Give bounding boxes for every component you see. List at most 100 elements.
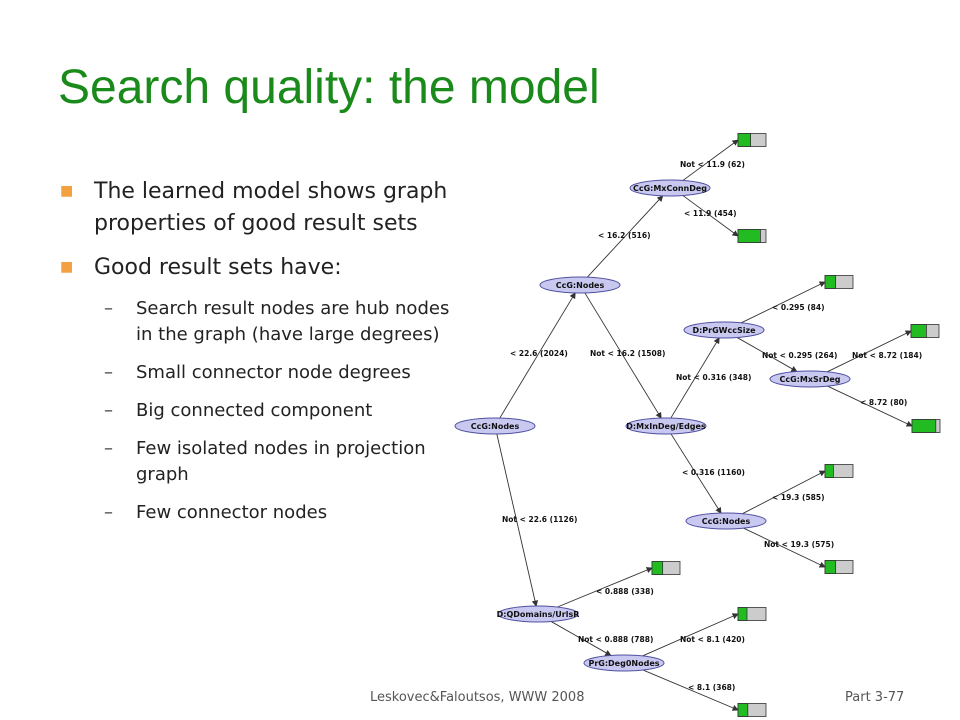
node-label: CcG:MxConnDeg <box>633 184 707 193</box>
node-label: PrG:Deg0Nodes <box>588 659 659 668</box>
tree-edge <box>551 621 612 656</box>
node-ellipse <box>539 276 621 294</box>
leaf-class-box <box>737 133 767 147</box>
tree-edge <box>499 292 576 419</box>
tree-node: PrG:Deg0Nodes <box>583 654 665 672</box>
node-ellipse <box>625 417 707 435</box>
tree-node: D:MxInDeg/Edges <box>625 417 707 435</box>
leaf-good-share <box>824 275 837 289</box>
footer-citation: Leskovec&Faloutsos, WWW 2008 <box>370 690 585 705</box>
edge-label: Not < 0.888 (788) <box>578 635 653 644</box>
leaf-good-share <box>824 464 834 478</box>
node-ellipse <box>629 179 711 197</box>
edge-label: Not < 19.3 (575) <box>764 540 834 549</box>
edge-label: < 8.1 (368) <box>688 683 735 692</box>
leaf-good-share <box>910 324 927 338</box>
tree-edge <box>827 330 912 373</box>
bullet-learned-model: ■ The learned model shows graph properti… <box>60 176 450 240</box>
tree-edge <box>642 669 739 711</box>
tree-edge <box>741 281 826 324</box>
tree-edge <box>496 433 539 607</box>
dash-bullet-icon: – <box>104 297 113 319</box>
sub-bullet-text: Few isolated nodes in projection graph <box>136 438 426 486</box>
sub-bullet-text: Search result nodes are hub nodes in the… <box>136 297 450 345</box>
edge-label: < 16.2 (516) <box>598 231 651 240</box>
leaf-good-share <box>737 607 748 621</box>
edge-label: < 8.72 (80) <box>860 398 907 407</box>
dash-bullet-icon: – <box>104 399 113 421</box>
node-label: CcG:MxSrDeg <box>780 375 841 384</box>
sub-bullet-connector-degrees: – Small connector node degrees <box>60 360 450 386</box>
edge-label: Not < 8.72 (184) <box>852 351 922 360</box>
tree-node: D:QDomains/UrlsR <box>497 605 580 623</box>
leaf-class-box <box>911 419 941 433</box>
edge-label: < 22.6 (2024) <box>510 349 568 358</box>
leaf-class-box <box>737 703 767 717</box>
leaf-class-box <box>910 324 940 338</box>
sub-bullet-text: Few connector nodes <box>136 502 328 524</box>
square-bullet-icon: ■ <box>60 258 74 275</box>
slide-title: Search quality: the model <box>58 61 600 114</box>
leaf-class-box <box>651 561 681 575</box>
sub-bullet-connected-component: – Big connected component <box>60 398 450 424</box>
sub-bullet-hub-nodes: – Search result nodes are hub nodes in t… <box>60 296 450 348</box>
bullet-text: The learned model shows graph properties… <box>94 179 448 236</box>
tree-node: CcG:Nodes <box>685 512 767 530</box>
edge-label: Not < 0.295 (264) <box>762 351 837 360</box>
tree-node: CcG:Nodes <box>539 276 621 294</box>
edge-label: < 0.888 (338) <box>596 587 654 596</box>
node-ellipse <box>454 417 536 435</box>
tree-edge <box>557 567 653 608</box>
sub-bullet-isolated-nodes: – Few isolated nodes in projection graph <box>60 436 450 488</box>
leaf-class-box <box>737 229 767 243</box>
tree-edge <box>670 337 720 419</box>
node-ellipse <box>685 512 767 530</box>
edge-label: Not < 8.1 (420) <box>680 635 745 644</box>
leaf-good-share <box>651 561 664 575</box>
edge-label: Not < 0.316 (348) <box>676 373 751 382</box>
bullet-list: ■ The learned model shows graph properti… <box>60 176 450 538</box>
node-label: D:MxInDeg/Edges <box>626 422 706 431</box>
tree-node: CcG:Nodes <box>454 417 536 435</box>
node-ellipse <box>497 605 579 623</box>
tree-edge <box>584 292 662 419</box>
node-ellipse <box>683 321 765 339</box>
edge-label: Not < 22.6 (1126) <box>502 515 577 524</box>
tree-node: CcG:MxSrDeg <box>769 370 851 388</box>
tree-edge <box>682 139 739 181</box>
tree-edge <box>743 527 826 568</box>
edge-label: < 0.316 (1160) <box>682 468 745 477</box>
dash-bullet-icon: – <box>104 361 113 383</box>
tree-edge <box>737 337 798 372</box>
bullet-good-result-sets: ■ Good result sets have: <box>60 252 450 284</box>
tree-edge <box>586 195 664 278</box>
dash-bullet-icon: – <box>104 502 113 524</box>
edge-label: < 11.9 (454) <box>684 209 737 218</box>
leaf-class-box <box>824 464 854 478</box>
square-bullet-icon: ■ <box>60 183 74 199</box>
tree-edge <box>827 385 913 427</box>
node-ellipse <box>769 370 851 388</box>
edge-label: < 19.3 (585) <box>772 493 825 502</box>
node-label: CcG:Nodes <box>702 517 751 526</box>
edge-label: Not < 16.2 (1508) <box>590 349 665 358</box>
sub-bullet-text: Small connector node degrees <box>136 361 411 383</box>
leaf-class-box <box>824 275 854 289</box>
leaf-good-share <box>824 560 837 574</box>
tree-node: CcG:MxConnDeg <box>629 179 711 197</box>
node-label: D:PrGWccSize <box>692 326 756 335</box>
leaf-good-share <box>737 703 749 717</box>
node-ellipse <box>583 654 665 672</box>
leaf-good-share <box>911 419 937 433</box>
leaf-good-share <box>737 229 761 243</box>
bullet-text: Good result sets have: <box>94 254 342 280</box>
leaf-class-box <box>737 607 767 621</box>
node-label: D:QDomains/UrlsR <box>497 610 580 619</box>
node-label: CcG:Nodes <box>471 422 520 431</box>
leaf-class-box <box>824 560 854 574</box>
tree-edge <box>682 195 739 237</box>
tree-edge <box>742 470 826 515</box>
sub-bullet-connector-nodes: – Few connector nodes <box>60 500 450 526</box>
node-label: CcG:Nodes <box>556 281 605 290</box>
edge-label: Not < 11.9 (62) <box>680 160 745 169</box>
